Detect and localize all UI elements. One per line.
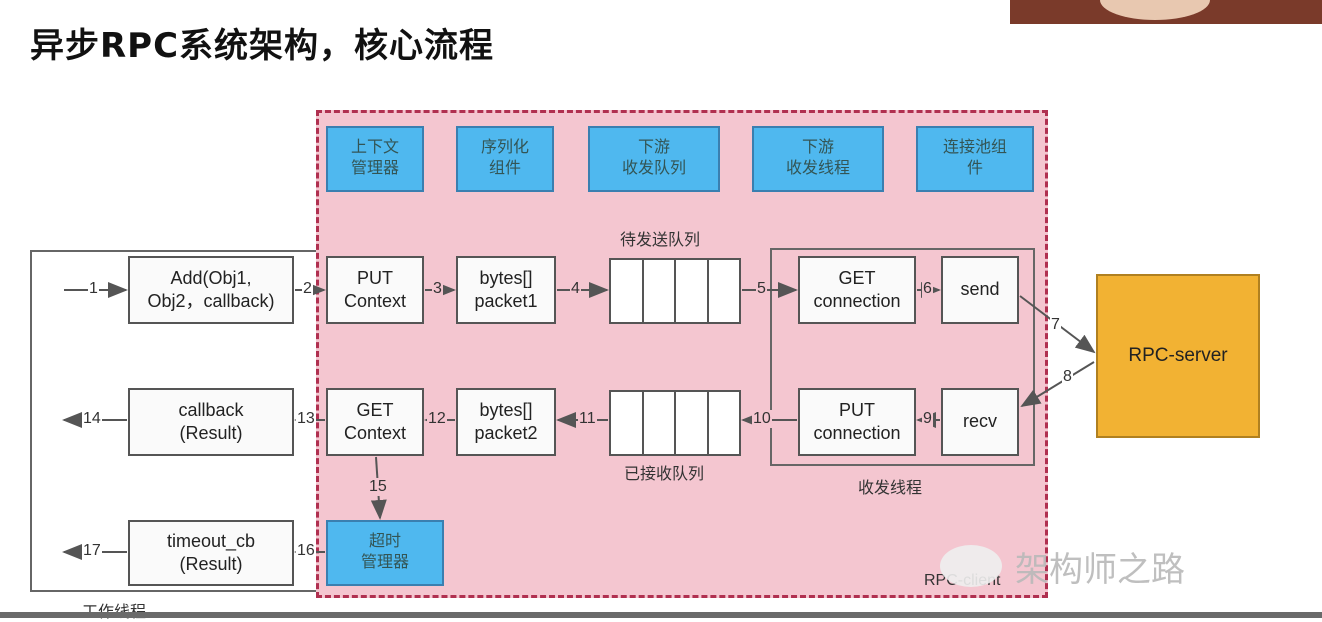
step-number: 13 xyxy=(296,410,316,428)
queue-slot xyxy=(611,392,644,454)
page-title: 异步RPC系统架构，核心流程 xyxy=(30,26,495,66)
step-number: 4 xyxy=(570,280,581,298)
step-number: 17 xyxy=(82,542,102,560)
io-thread-frame xyxy=(770,248,1035,466)
step-number: 10 xyxy=(752,410,772,428)
step-number: 8 xyxy=(1062,368,1073,386)
watermark-text: 架构师之路 xyxy=(1015,550,1185,590)
downstream-thread-box: 下游 收发线程 xyxy=(752,126,884,192)
rpc-server-box: RPC-server xyxy=(1096,274,1260,438)
step-number: 12 xyxy=(427,410,447,428)
put-connection-box: PUT connection xyxy=(798,388,916,456)
webcam-overlay xyxy=(1010,0,1322,24)
get-context-box: GET Context xyxy=(326,388,424,456)
queue-slot xyxy=(676,392,709,454)
step-number: 6 xyxy=(922,280,933,298)
context-manager-box: 上下文 管理器 xyxy=(326,126,424,192)
send-queue-label: 待发送队列 xyxy=(620,232,701,249)
timeout-manager-box: 超时 管理器 xyxy=(326,520,444,586)
bytes-packet1-box: bytes[] packet1 xyxy=(456,256,556,324)
queue-slot xyxy=(676,260,709,322)
queue-slot xyxy=(611,260,644,322)
step-number: 14 xyxy=(82,410,102,428)
bottom-bar xyxy=(0,612,1322,618)
step-number: 7 xyxy=(1050,316,1061,334)
recv-queue-label: 已接收队列 xyxy=(624,466,705,483)
presenter-face xyxy=(1100,0,1210,20)
get-connection-box: GET connection xyxy=(798,256,916,324)
queue-slot xyxy=(644,260,676,322)
callback-box: callback (Result) xyxy=(128,388,294,456)
wechat-icon xyxy=(940,545,1002,587)
step-number: 16 xyxy=(296,542,316,560)
send-box: send xyxy=(941,256,1019,324)
serializer-box: 序列化 组件 xyxy=(456,126,554,192)
add-box: Add(Obj1, Obj2，callback) xyxy=(128,256,294,324)
conn-pool-box: 连接池组 件 xyxy=(916,126,1034,192)
step-number: 5 xyxy=(756,280,767,298)
io-thread-label: 收发线程 xyxy=(858,480,923,497)
queue-slot xyxy=(644,392,676,454)
bytes-packet2-box: bytes[] packet2 xyxy=(456,388,556,456)
step-number: 1 xyxy=(88,280,99,298)
downstream-queue-box: 下游 收发队列 xyxy=(588,126,720,192)
recv-queue xyxy=(609,390,741,456)
send-queue xyxy=(609,258,741,324)
recv-box: recv xyxy=(941,388,1019,456)
arrow-8 xyxy=(1020,361,1095,408)
timeout-cb-box: timeout_cb (Result) xyxy=(128,520,294,586)
step-number: 15 xyxy=(368,478,388,496)
step-number: 3 xyxy=(432,280,443,298)
put-context-box: PUT Context xyxy=(326,256,424,324)
step-number: 2 xyxy=(302,280,313,298)
step-number: 11 xyxy=(578,410,597,428)
step-number: 9 xyxy=(922,410,933,428)
